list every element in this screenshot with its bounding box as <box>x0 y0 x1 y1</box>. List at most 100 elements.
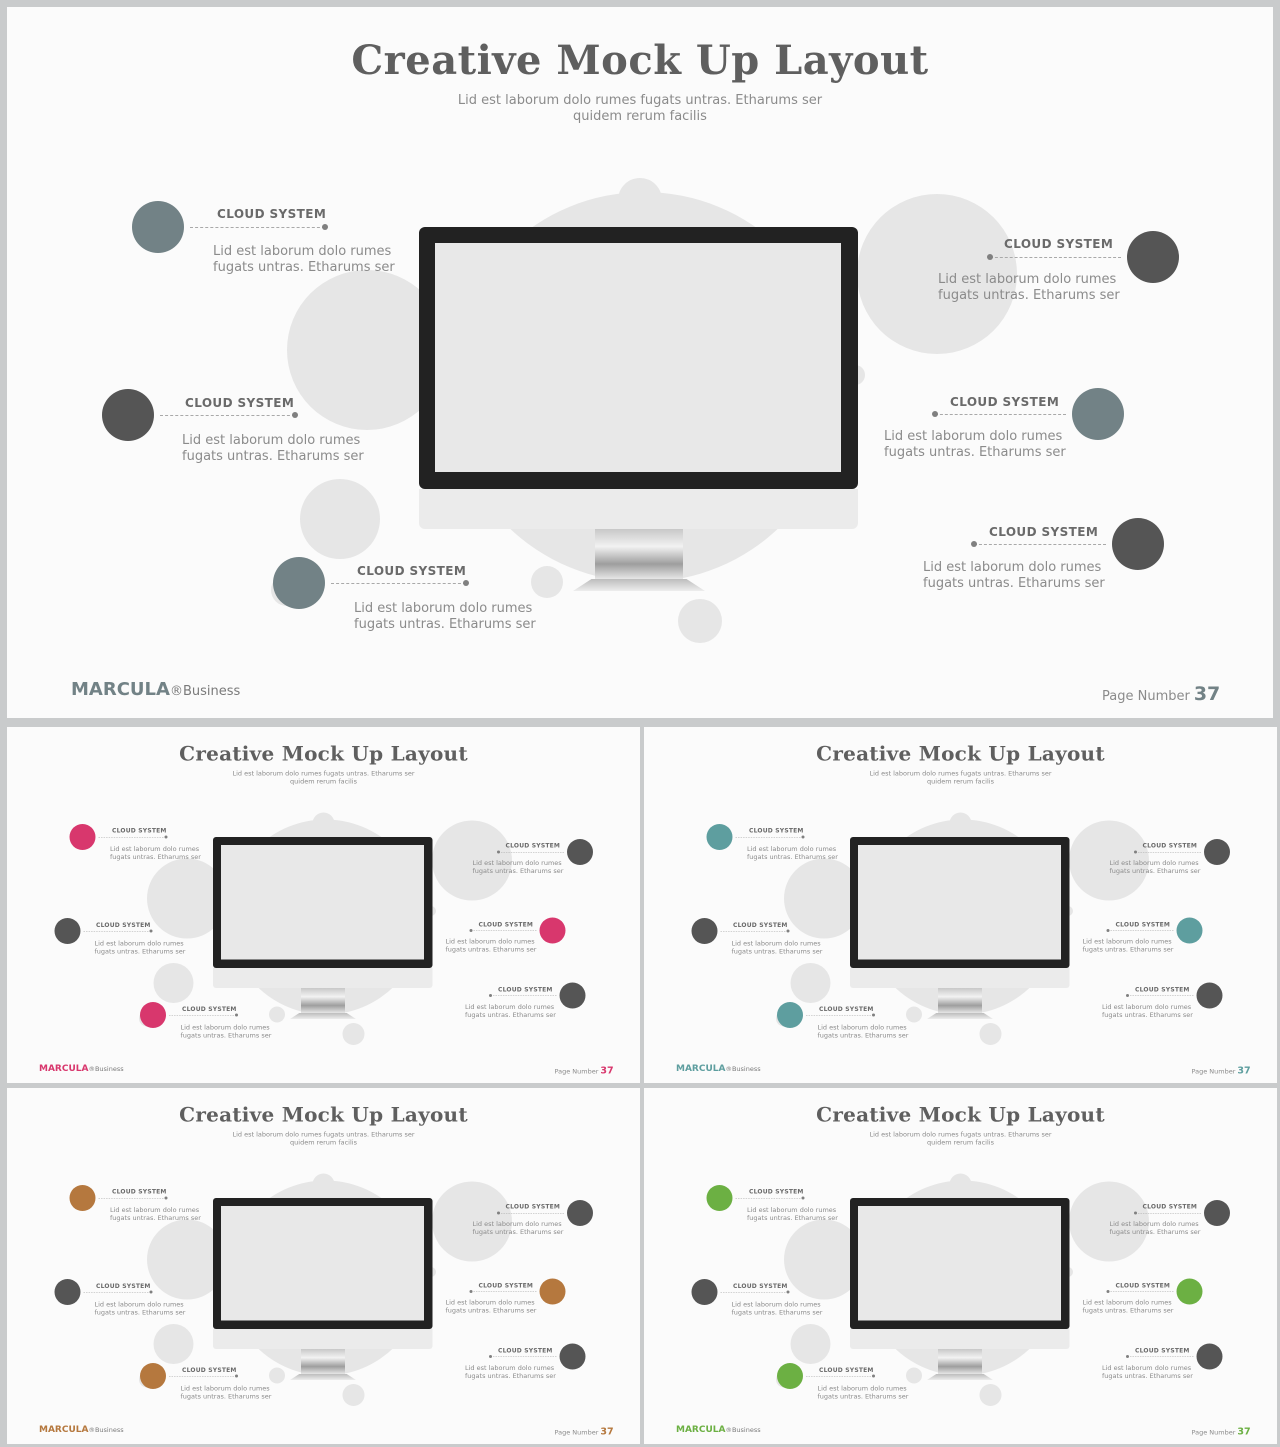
callout-circle-1 <box>69 1185 96 1211</box>
callout-label: CLOUD SYSTEM <box>749 827 804 834</box>
connector-dot <box>1106 929 1110 932</box>
connector-dot <box>786 929 790 933</box>
callout-circle-6 <box>1112 518 1164 570</box>
connector-dot <box>932 411 938 417</box>
monitor-stand-neck <box>301 1349 345 1374</box>
callout-text: Lid est laborum dolo rumes fugats untras… <box>731 1301 823 1317</box>
callout-circle-5 <box>1072 388 1124 440</box>
callout-text: Lid est laborum dolo rumes fugats untras… <box>1102 1364 1193 1381</box>
connector-dot <box>292 412 298 418</box>
callout-text: Lid est laborum dolo rumes fugats untras… <box>445 938 537 954</box>
callout-label: CLOUD SYSTEM <box>505 842 561 849</box>
callout-label: CLOUD SYSTEM <box>1115 921 1171 928</box>
background-circle <box>153 1324 194 1364</box>
callout-circle-6 <box>559 1343 586 1370</box>
monitor-stand-neck <box>301 988 345 1013</box>
page-label: Page Number <box>1191 1068 1236 1076</box>
callout-circle-3 <box>140 1002 166 1028</box>
monitor-mockup <box>850 1198 1070 1382</box>
callout-circle-6 <box>1196 1343 1223 1370</box>
slide-title: Creative Mock Up Layout <box>179 1103 468 1127</box>
connector-dot <box>971 541 977 547</box>
callout-connector <box>1127 1356 1194 1357</box>
monitor-chin <box>419 489 858 529</box>
callout-text: Lid est laborum dolo rumes fugats untras… <box>445 1299 537 1315</box>
callout-text: Lid est laborum dolo rumes fugats untras… <box>731 940 823 956</box>
slide-title: Creative Mock Up Layout <box>179 742 468 766</box>
slide-subtitle: Lid est laborum dolo rumes fugats untras… <box>869 770 1052 786</box>
monitor-chin <box>850 1329 1070 1349</box>
callout-text: Lid est laborum dolo rumes fugats untras… <box>465 1364 556 1381</box>
callout-connector <box>98 1198 166 1199</box>
callout-label: CLOUD SYSTEM <box>950 395 1060 409</box>
callout-text: Lid est laborum dolo rumes fugats untras… <box>213 244 395 275</box>
callout-circle-5 <box>539 917 566 944</box>
callout-circle-1 <box>69 824 96 850</box>
callout-circle-1 <box>132 201 184 253</box>
callout-circle-4 <box>1204 839 1230 865</box>
slide-title: Creative Mock Up Layout <box>351 37 929 84</box>
callout-circle-4 <box>567 839 593 865</box>
callout-connector <box>1108 930 1174 931</box>
monitor-screen <box>435 243 841 472</box>
background-circle <box>432 820 512 901</box>
callout-connector <box>806 1015 874 1016</box>
monitor-bezel <box>213 1198 433 1329</box>
callout-circle-3 <box>273 557 325 609</box>
callout-label: CLOUD SYSTEM <box>733 921 788 929</box>
callout-label: CLOUD SYSTEM <box>733 1282 788 1290</box>
callout-circle-4 <box>567 1200 593 1226</box>
callout-circle-2 <box>691 918 718 944</box>
connector-dot <box>872 1374 875 1378</box>
callout-text: Lid est laborum dolo rumes fugats untras… <box>1109 1220 1201 1237</box>
page-number: 37 <box>1193 683 1221 705</box>
callout-label: CLOUD SYSTEM <box>498 1347 553 1354</box>
callout-circle-5 <box>1176 1278 1203 1305</box>
callout-text: Lid est laborum dolo rumes fugats untras… <box>354 601 536 632</box>
callout-text: Lid est laborum dolo rumes fugats untras… <box>747 1206 838 1223</box>
connector-dot <box>164 1196 168 1200</box>
monitor-screen <box>221 1206 424 1321</box>
callout-label: CLOUD SYSTEM <box>819 1366 874 1374</box>
brand-suffix: ®Business <box>725 1426 761 1435</box>
callout-label: CLOUD SYSTEM <box>185 396 295 410</box>
brand-suffix: ®Business <box>88 1426 124 1435</box>
background-circle <box>1069 1181 1149 1262</box>
background-circle <box>269 1367 285 1384</box>
connector-dot <box>1134 1211 1137 1215</box>
background-circle <box>857 194 1017 354</box>
callout-connector <box>720 1292 788 1293</box>
page-label: Page Number <box>554 1068 599 1076</box>
background-circle <box>432 1181 512 1262</box>
brand-logo: MARCULA®Business <box>676 1424 761 1435</box>
background-circle <box>300 479 380 559</box>
brand-name: MARCULA <box>71 679 170 700</box>
connector-dot <box>235 1013 238 1017</box>
callout-circle-1 <box>706 1185 733 1211</box>
callout-label: CLOUD SYSTEM <box>112 1188 167 1195</box>
connector-dot <box>1126 1355 1129 1358</box>
callout-label: CLOUD SYSTEM <box>1135 1347 1190 1354</box>
brand-name: MARCULA <box>676 1063 726 1074</box>
callout-connector <box>974 544 1106 545</box>
monitor-stand-base <box>927 1013 993 1019</box>
monitor-stand-neck <box>595 529 683 579</box>
connector-dot <box>801 1196 805 1200</box>
background-circle <box>678 599 722 643</box>
callout-circle-5 <box>539 1278 566 1305</box>
callout-text: Lid est laborum dolo rumes fugats untras… <box>472 859 564 876</box>
monitor-chin <box>213 1329 433 1349</box>
monitor-bezel <box>850 1198 1070 1329</box>
connector-dot <box>489 994 492 997</box>
